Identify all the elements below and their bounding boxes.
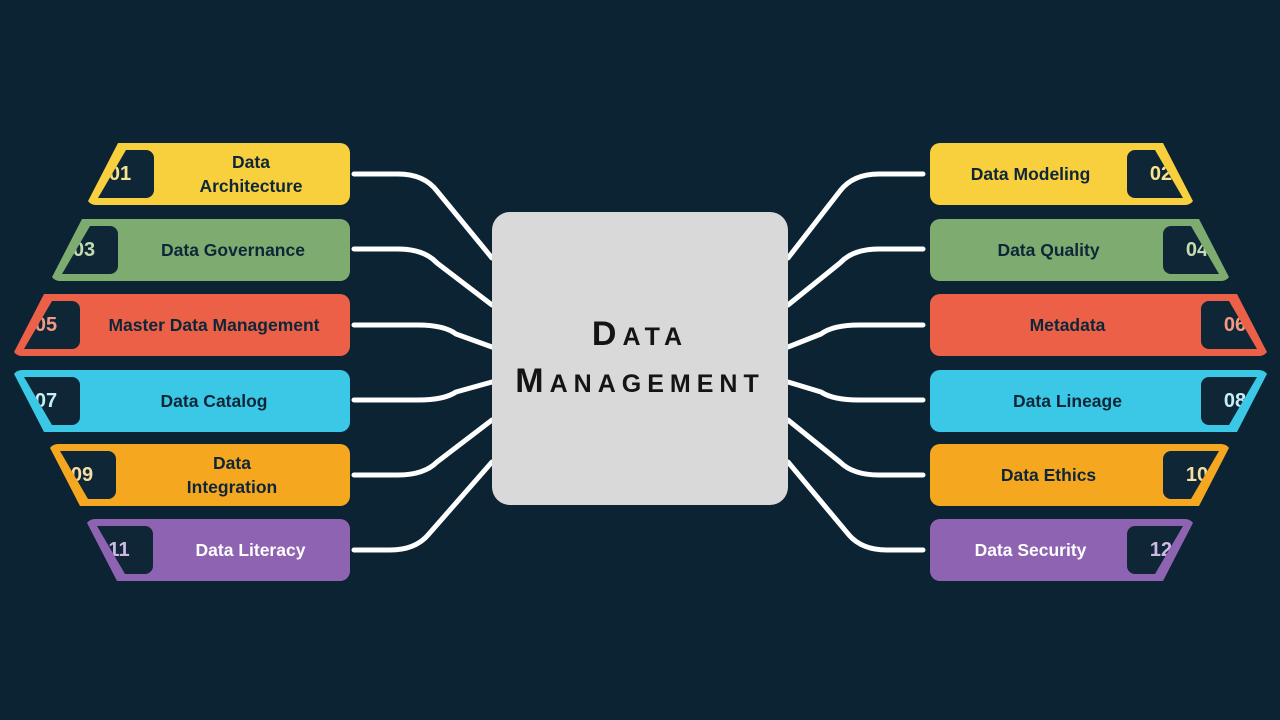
center-title-line-2: Management (515, 361, 765, 400)
connector-01 (351, 171, 495, 261)
item-04-label: Data Quality (997, 239, 1100, 260)
item-06-label: Metadata (1029, 314, 1106, 335)
item-12-data-security: 12 Data Security (930, 519, 1195, 581)
connector-06 (785, 322, 926, 350)
item-10-label: Data Ethics (1000, 464, 1097, 485)
item-07-data-catalog: 07 Data Catalog (12, 370, 350, 432)
connector-10 (785, 417, 926, 478)
connector-03 (351, 246, 495, 308)
center-title-line-1: Data (591, 314, 689, 353)
item-08-label: Data Lineage (1013, 390, 1122, 411)
item-05-master-data-management: 05 Master Data Management (12, 294, 350, 356)
item-03-data-governance: 03 Data Governance (50, 219, 350, 281)
item-11-data-literacy: 11 Data Literacy (85, 519, 350, 581)
connector-07 (351, 379, 495, 403)
item-06-metadata: 06 Metadata (930, 294, 1269, 356)
item-01-data-architecture: 01 Data Architecture (86, 143, 350, 205)
item-09-data-integration: 09 Data Integration (48, 444, 350, 506)
item-10-data-ethics: 10 Data Ethics (930, 444, 1231, 506)
item-07-label: Data Catalog (160, 390, 268, 411)
item-09-label: Data Integration (186, 452, 278, 498)
connector-09 (351, 417, 495, 478)
center-node-data-management: Data Management (492, 212, 788, 505)
item-02-data-modeling: 02 Data Modeling (930, 143, 1195, 205)
item-01-label: Data Architecture (199, 151, 303, 197)
item-11-label: Data Literacy (195, 539, 306, 560)
item-05-label: Master Data Management (108, 314, 320, 335)
item-12-label: Data Security (974, 539, 1087, 560)
connector-02 (785, 171, 926, 261)
connector-08 (785, 379, 926, 403)
connector-04 (785, 246, 926, 308)
item-04-data-quality: 04 Data Quality (930, 219, 1231, 281)
item-02-label: Data Modeling (970, 163, 1091, 184)
connector-05 (351, 322, 495, 350)
item-08-data-lineage: 08 Data Lineage (930, 370, 1269, 432)
connector-11 (351, 459, 495, 553)
item-03-label: Data Governance (161, 239, 305, 260)
connector-12 (785, 459, 926, 553)
